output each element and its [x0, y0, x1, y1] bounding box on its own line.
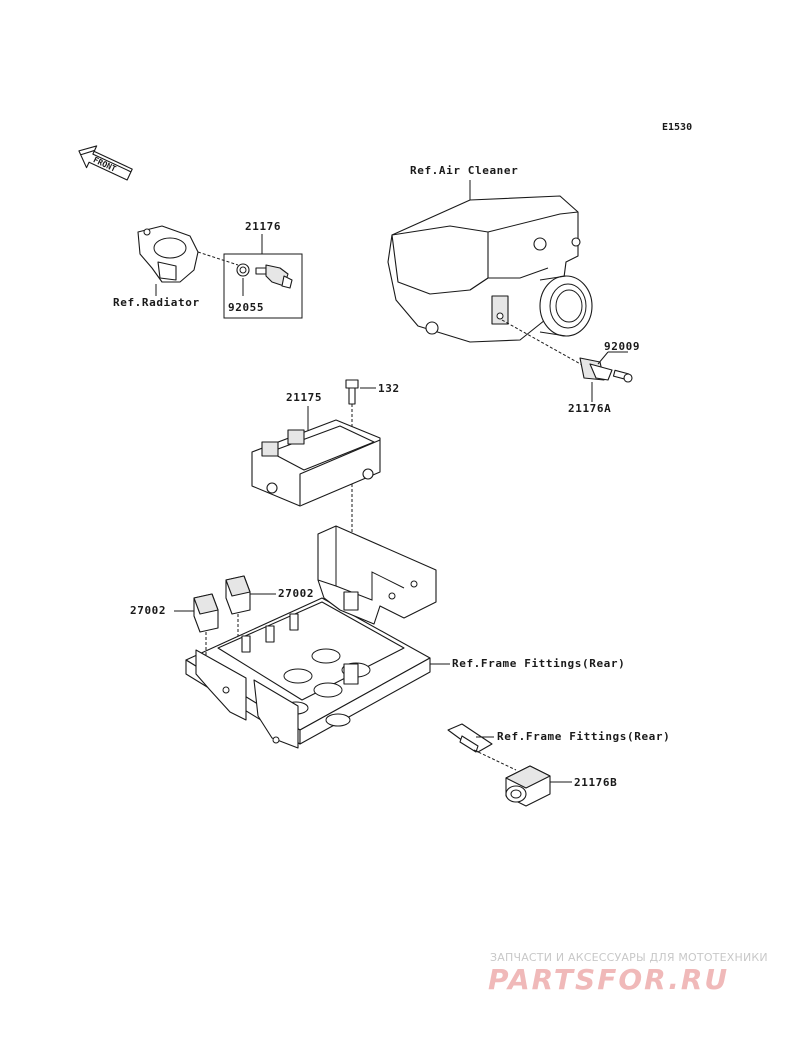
part-number-21175: 21175: [286, 391, 322, 404]
part-number-27002-right: 27002: [278, 587, 314, 600]
part-number-27002-left: 27002: [130, 604, 166, 617]
part-group-box-21176: [223, 253, 303, 319]
ecu-21175: [251, 419, 381, 507]
water-temp-sensor: [255, 264, 293, 289]
watermark-logo: PARTSFOR.RU: [488, 963, 730, 996]
part-number-21176B: 21176B: [574, 776, 617, 789]
part-number-21176A: 21176A: [568, 402, 611, 415]
leader-92009-b: [597, 351, 609, 365]
bracket-frame-fitting: [447, 723, 493, 753]
sensor-21176B: [505, 765, 551, 807]
leader-21176A-axis: [501, 319, 585, 367]
part-number-132: 132: [378, 382, 400, 395]
diagram-code: E1530: [662, 122, 692, 133]
part-number-21176: 21176: [245, 220, 281, 233]
label-ref-frame-fittings-1: Ref.Frame Fittings(Rear): [452, 657, 625, 670]
bolt-132: [345, 379, 359, 405]
relay-27002-left: [193, 593, 219, 633]
leader-radiator-axis: [197, 251, 239, 266]
label-ref-frame-fittings-2: Ref.Frame Fittings(Rear): [497, 730, 670, 743]
label-ref-radiator: Ref.Radiator: [113, 296, 200, 309]
watermark-tagline: ЗАПЧАСТИ И АКСЕССУАРЫ ДЛЯ МОТОТЕХНИКИ: [490, 951, 768, 964]
frame-fitting-tray: [185, 525, 437, 749]
relay-27002-right: [225, 575, 251, 615]
part-number-92055: 92055: [228, 301, 264, 314]
leader-21176B-axis: [473, 749, 517, 771]
bolt-92009: [612, 369, 633, 383]
label-ref-air-cleaner: Ref.Air Cleaner: [410, 164, 518, 177]
front-arrow-icon: FRONT: [78, 145, 133, 181]
radiator-housing: [137, 225, 199, 283]
air-cleaner-box: [387, 195, 593, 343]
air-temp-sensor-21176A: [579, 357, 613, 381]
part-number-92009: 92009: [604, 340, 640, 353]
